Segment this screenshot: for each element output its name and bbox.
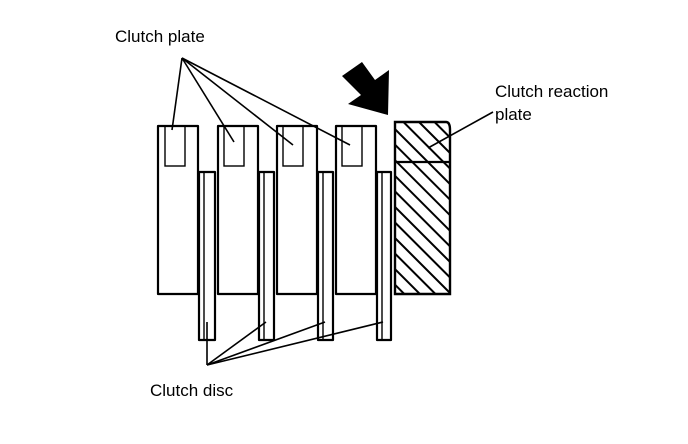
clutch-reaction-plate-leader <box>427 111 494 149</box>
clutch-disc-leaders <box>206 321 384 366</box>
clutch-plate-label: Clutch plate <box>115 27 205 46</box>
clutch-plate-leaders <box>171 57 351 146</box>
clutch-disc-1 <box>197 170 217 342</box>
clutch-reaction-plate <box>393 120 452 296</box>
arrow-down-right-icon <box>342 62 389 115</box>
clutch-disc-2 <box>257 170 276 342</box>
clutch-reaction-plate-label-line2: plate <box>495 105 532 124</box>
clutch-plate-4 <box>334 124 378 296</box>
clutch-reaction-plate-label-line1: Clutch reaction <box>495 82 608 101</box>
clutch-plate-1 <box>156 124 200 296</box>
clutch-plate-3 <box>275 124 319 296</box>
clutch-disc-4 <box>375 170 393 342</box>
clutch-plate-2 <box>216 124 260 296</box>
clutch-disc-label: Clutch disc <box>150 381 234 400</box>
clutch-disc-3 <box>316 170 335 342</box>
